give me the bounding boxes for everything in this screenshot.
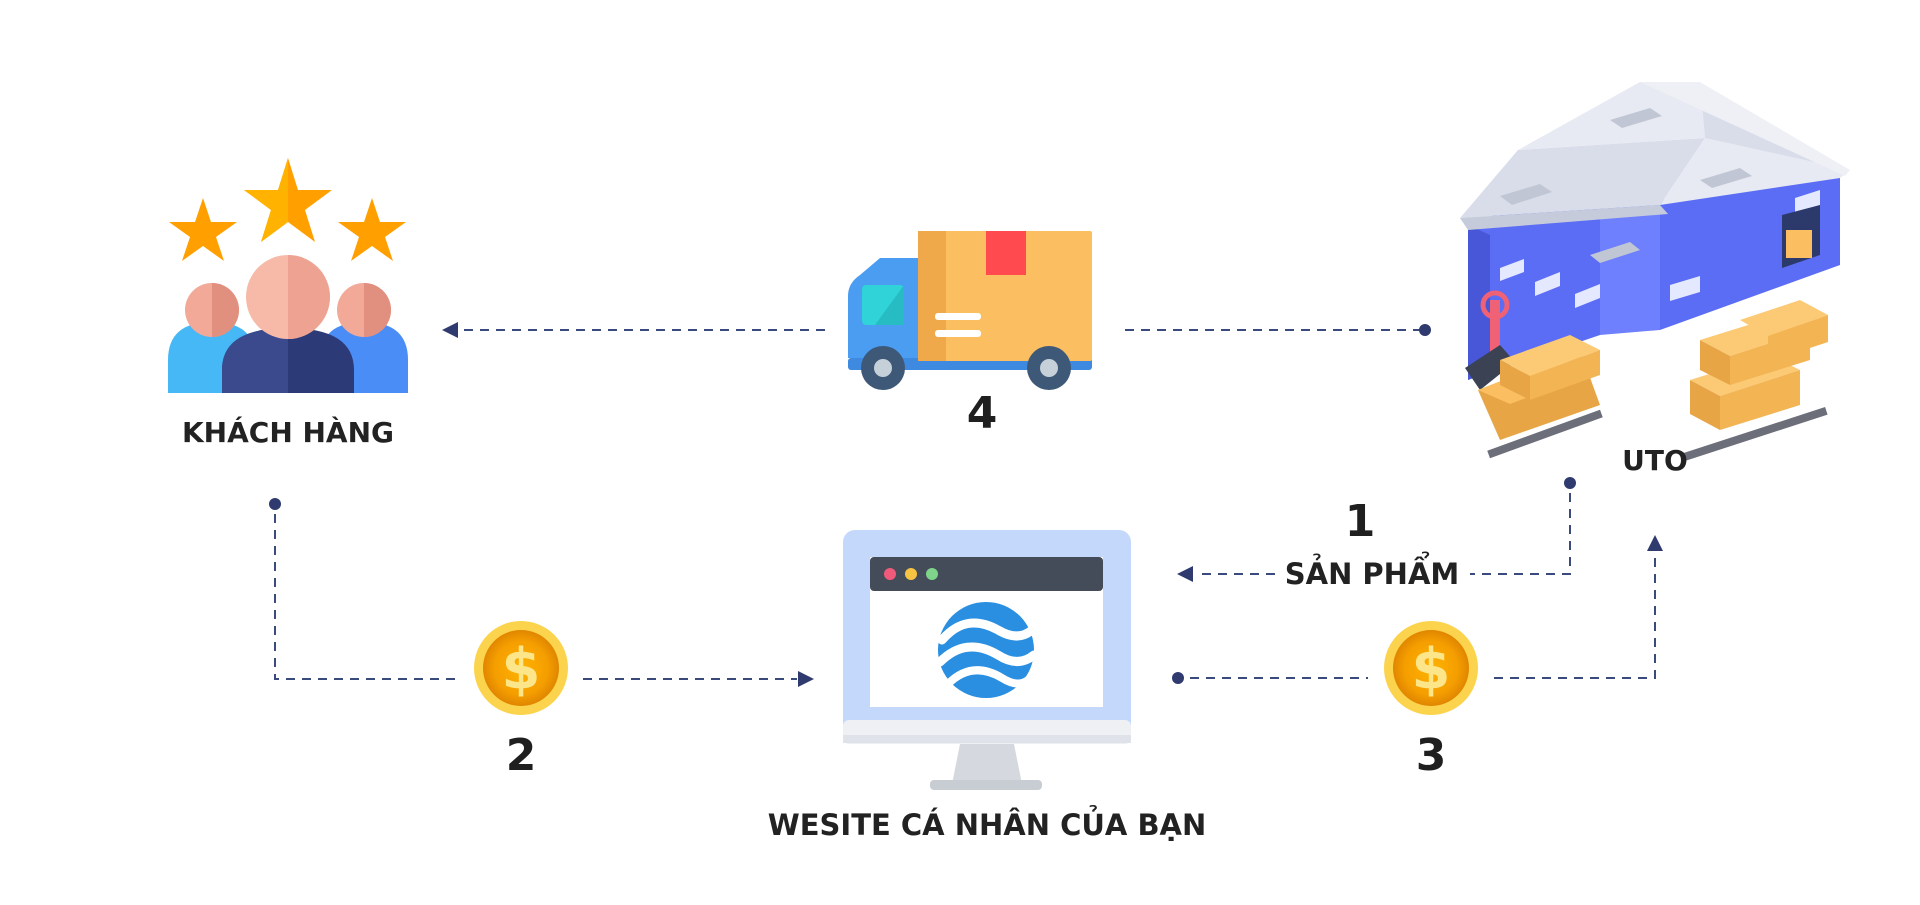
connector-step3 [1172,535,1663,684]
connector-dot [269,498,281,510]
svg-text:$: $ [502,637,541,702]
svg-text:$: $ [1412,637,1451,702]
warehouse-icon [1460,82,1850,461]
step-number-1: 1 [1345,496,1376,547]
arrowhead-left [1177,566,1193,582]
connector-step4 [442,322,1431,338]
dollar-coin-icon: $ [1384,621,1478,715]
warehouse-label: UTO [1622,444,1688,477]
connector-step1 [1177,477,1576,582]
step-number-2: 2 [506,730,537,781]
connector-line [1494,553,1656,679]
connector-line [274,514,455,680]
connector-dot [1419,324,1431,336]
arrowhead-up [1647,535,1663,551]
customers-with-stars-icon [168,158,408,393]
step-number-4: 4 [967,388,998,439]
connector-step2 [269,498,814,687]
customer-label: KHÁCH HÀNG [182,415,394,449]
connector-dot [1564,477,1576,489]
arrowhead-right [798,671,814,687]
step-number-3: 3 [1416,730,1447,781]
website-label: WESITE CÁ NHÂN CỦA BẠN [768,804,1207,842]
step1-label: SẢN PHẨM [1285,552,1460,591]
dollar-coin-icon: $ [474,621,568,715]
website-logo-icon [935,602,1039,698]
connector-line [1470,493,1571,575]
monitor-website-icon [843,530,1131,790]
arrowhead-left [442,322,458,338]
connector-dot [1172,672,1184,684]
delivery-truck-icon [848,231,1092,390]
